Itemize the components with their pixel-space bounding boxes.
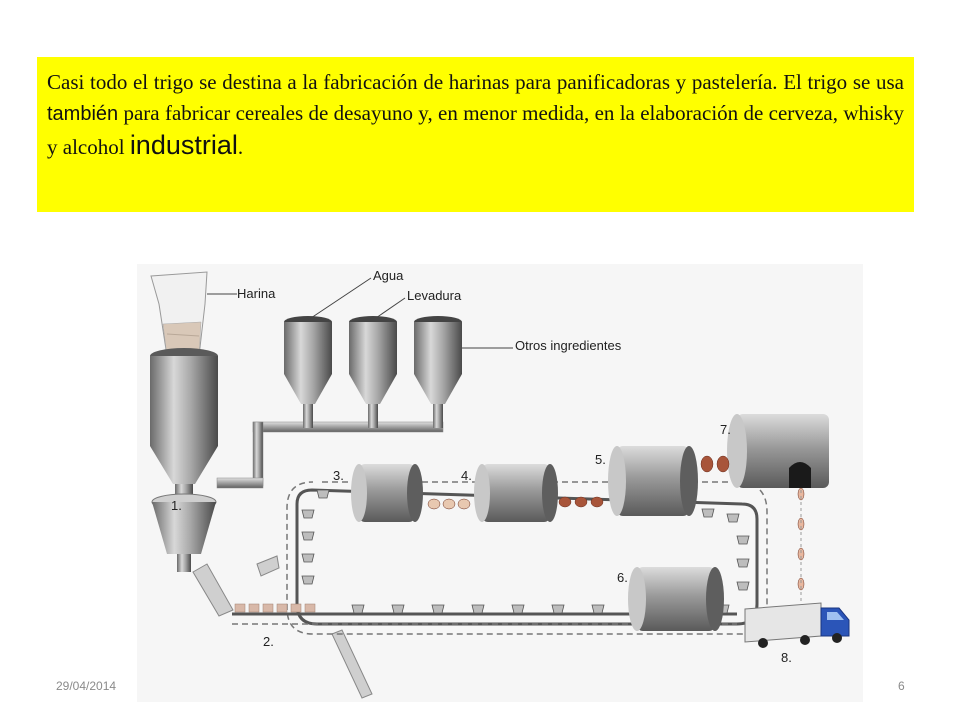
- description-textbox: Casi todo el trigo se destina a la fabri…: [37, 57, 914, 212]
- label-harina: Harina: [237, 286, 276, 301]
- flour-sack: [150, 271, 208, 357]
- dough-pieces: [234, 603, 316, 613]
- footer-page-number: 6: [898, 679, 905, 693]
- text-part-1: Casi todo el trigo se destina a la fabri…: [47, 70, 904, 94]
- text-part-5: .: [237, 135, 244, 159]
- label-otros-ingredientes: Otros ingredientes: [515, 338, 622, 353]
- flour-hopper: [150, 348, 218, 572]
- bread-production-diagram: Harina Agua Levadura Otros: [137, 264, 863, 702]
- footer-date: 29/04/2014: [56, 679, 117, 693]
- step-4: 4.: [461, 468, 472, 483]
- dough-chute: [192, 555, 373, 699]
- step-5: 5.: [595, 452, 606, 467]
- text-part-3: para fabricar cereales de desayuno y, en…: [47, 101, 904, 159]
- label-agua: Agua: [373, 268, 404, 283]
- oven-step-5: [608, 446, 698, 516]
- step-2: 2.: [263, 634, 274, 649]
- oven-step-4: [474, 464, 558, 522]
- text-part-2: también: [47, 103, 119, 125]
- yeast-silo: [349, 316, 397, 404]
- label-levadura: Levadura: [407, 288, 462, 303]
- delivery-truck: [744, 602, 850, 648]
- water-silo: [284, 316, 332, 404]
- step-7: 7.: [720, 422, 731, 437]
- agua-leader-line: [307, 277, 372, 321]
- bread-loaves: [427, 455, 805, 591]
- ingredient-pipe: [216, 404, 444, 489]
- step-3: 3.: [333, 468, 344, 483]
- step-1: 1.: [171, 498, 182, 513]
- step-6: 6.: [617, 570, 628, 585]
- oven-step-3: [351, 464, 423, 522]
- levadura-leader-line: [372, 297, 406, 321]
- oven-step-7: [727, 414, 829, 488]
- baking-pans: [301, 489, 750, 614]
- step-8: 8.: [781, 650, 792, 665]
- text-part-4: industrial: [129, 130, 238, 160]
- other-ingredients-silo: [414, 316, 462, 404]
- description-paragraph: Casi todo el trigo se destina a la fabri…: [47, 67, 904, 163]
- oven-step-6: [628, 567, 724, 631]
